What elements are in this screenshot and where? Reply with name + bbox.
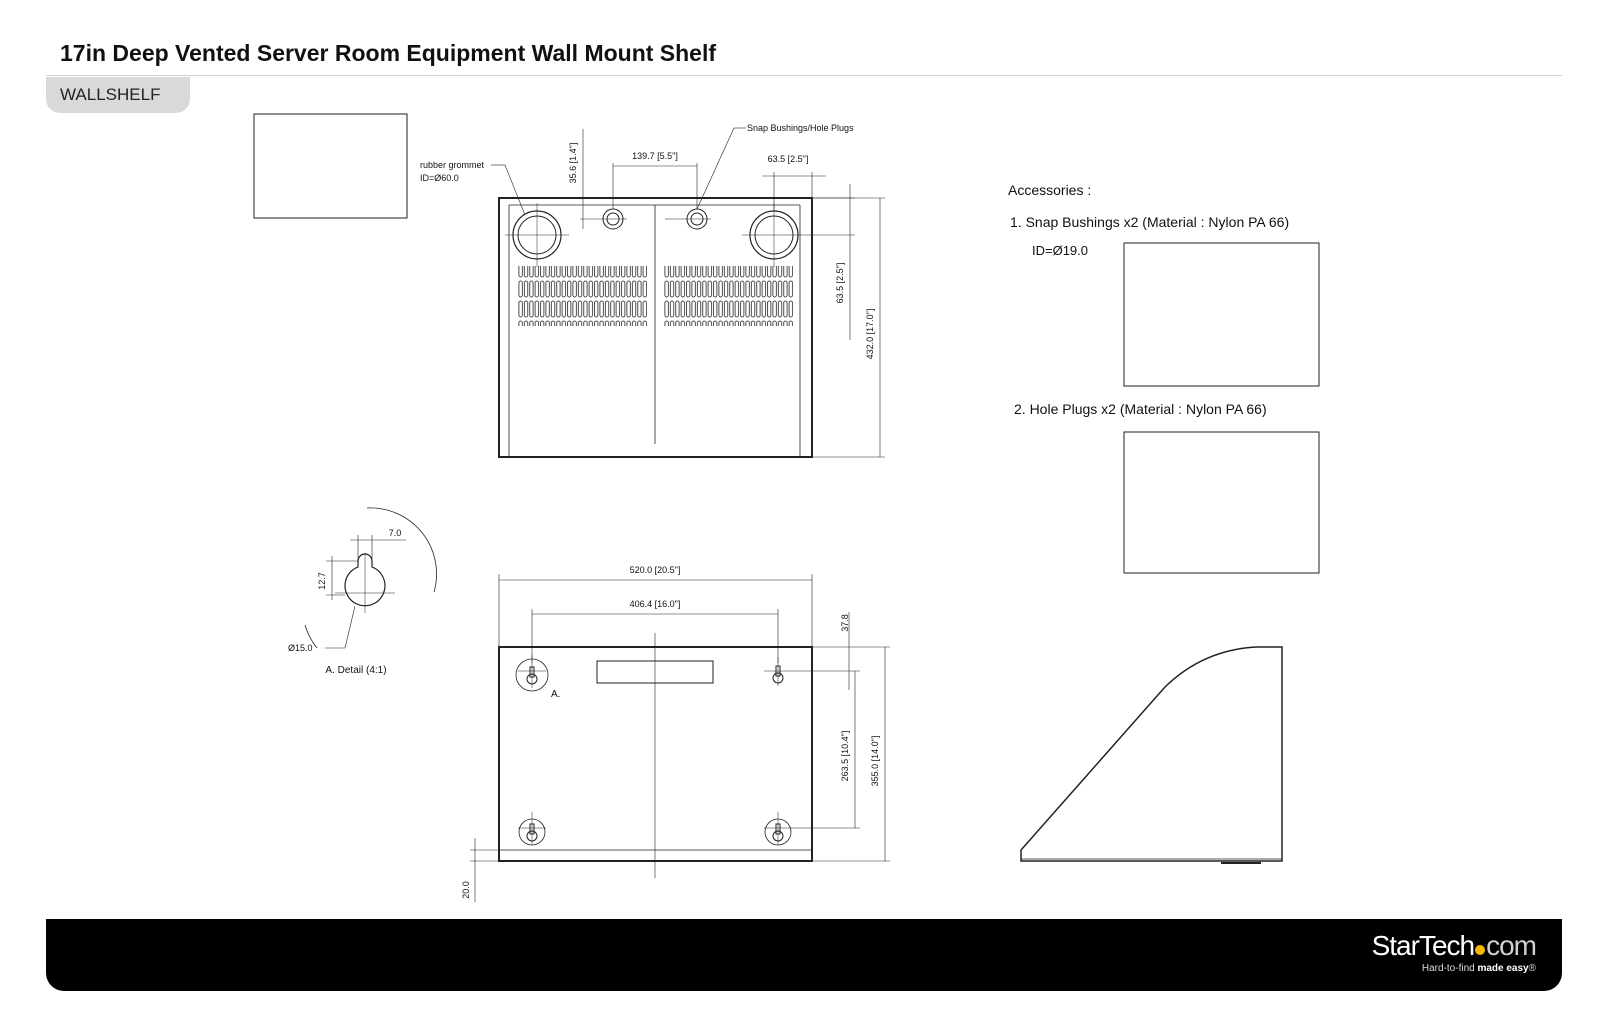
dimension-15: Ø15.0 xyxy=(288,643,313,653)
logo-tagline-mark: ® xyxy=(1528,963,1536,974)
dimension-7: 7.0 xyxy=(389,528,402,538)
logo-tagline-bold: made easy xyxy=(1477,963,1529,974)
front-view xyxy=(470,574,890,902)
logo-wordmark: StarTech xyxy=(1371,930,1475,961)
callout-grommet-id: ID=Ø60.0 xyxy=(420,173,459,183)
page-title: 17in Deep Vented Server Room Equipment W… xyxy=(60,40,717,66)
image-placeholder-hole-plug xyxy=(1123,431,1320,574)
accessory-item-snap-bushings: 1. Snap Bushings x2 (Material : Nylon PA… xyxy=(1010,214,1289,230)
dimension-263: 263.5 [10.4"] xyxy=(840,731,850,782)
dimension-355: 355.0 [14.0"] xyxy=(870,736,880,787)
dimension-37: 37.8 xyxy=(840,614,850,632)
detail-caption: A. Detail (4:1) xyxy=(325,665,386,676)
footer-bar: StarTech com Hard-to-find made easy® xyxy=(46,919,1562,991)
detail-marker-a: A. xyxy=(551,689,560,700)
dimension-20: 20.0 xyxy=(461,881,471,899)
top-view xyxy=(491,127,885,458)
logo-dot-icon xyxy=(1475,945,1486,955)
dimension-432: 432.0 [17.0"] xyxy=(865,309,875,360)
side-profile-view xyxy=(1020,646,1283,864)
dimension-520: 520.0 [20.5"] xyxy=(630,565,681,575)
startech-logo: StarTech com Hard-to-find made easy® xyxy=(1371,930,1537,975)
image-placeholder-snap-bushing xyxy=(1123,242,1320,387)
dimension-63-side: 63.5 [2.5"] xyxy=(835,263,845,304)
accessory-item-snap-bushings-id: ID=Ø19.0 xyxy=(1032,243,1088,258)
dimension-406: 406.4 [16.0"] xyxy=(630,599,681,609)
logo-tagline: Hard-to-find xyxy=(1421,963,1478,974)
callout-grommet: rubber grommet xyxy=(420,160,485,170)
dimension-139: 139.7 [5.5"] xyxy=(632,151,678,161)
accessories-heading: Accessories : xyxy=(1008,182,1091,198)
header-divider xyxy=(46,75,1562,76)
dimension-12: 12.7 xyxy=(317,572,327,590)
callout-snap-bushings: Snap Bushings/Hole Plugs xyxy=(747,123,854,133)
image-placeholder-top-left xyxy=(253,113,408,219)
keyhole-detail xyxy=(304,507,437,649)
dimension-35: 35.6 [1.4"] xyxy=(568,143,578,184)
dimension-63-top: 63.5 [2.5"] xyxy=(768,154,809,164)
sku-tab: WALLSHELF xyxy=(46,77,190,113)
logo-com: com xyxy=(1486,930,1537,961)
accessory-item-hole-plugs: 2. Hole Plugs x2 (Material : Nylon PA 66… xyxy=(1014,401,1267,417)
